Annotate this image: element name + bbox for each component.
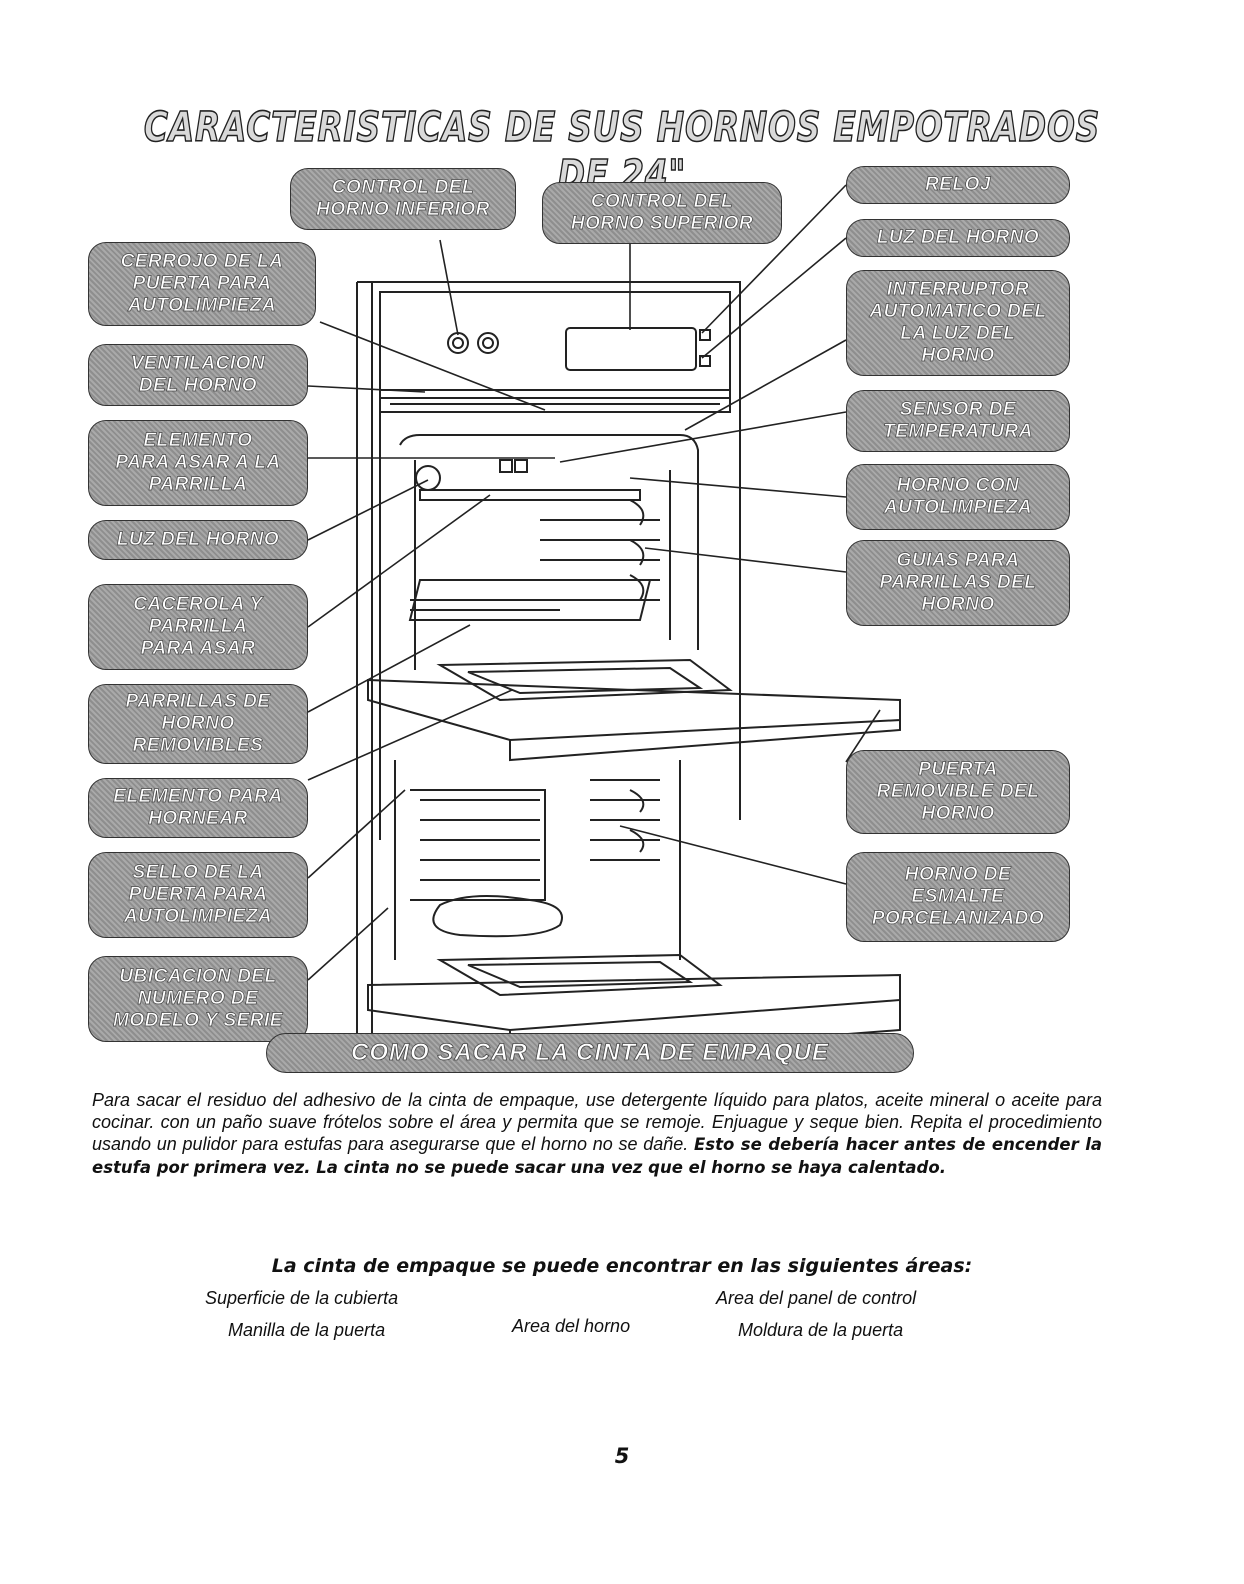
- area-panel-control: Area del panel de control: [716, 1288, 917, 1308]
- page-title: CARACTERISTICAS DE SUS HORNOS EMPOTRADOS…: [143, 102, 1101, 200]
- area-manilla: Manilla de la puerta: [228, 1320, 386, 1340]
- label-elemento-asar: ELEMENTO PARA ASAR A LA PARRILLA: [88, 420, 308, 506]
- area-horno: Area del horno: [512, 1316, 631, 1336]
- area-moldura: Moldura de la puerta: [738, 1320, 904, 1340]
- page-number: 5: [614, 1444, 630, 1468]
- instructions-text: Para sacar el residuo del adhesivo de la…: [92, 1090, 1102, 1154]
- label-reloj: RELOJ: [846, 166, 1070, 204]
- label-ventilacion: VENTILACION DEL HORNO: [88, 344, 308, 406]
- label-sello-puerta: SELLO DE LA PUERTA PARA AUTOLIMPIEZA: [88, 852, 308, 938]
- label-sensor-temperatura: SENSOR DE TEMPERATURA: [846, 390, 1070, 452]
- label-luz-horno-right: LUZ DEL HORNO: [846, 219, 1070, 257]
- label-cacerola-parrilla: CACEROLA Y PARRILLA PARA ASAR: [88, 584, 308, 670]
- areas-heading: La cinta de empaque se puede encontrar e…: [271, 1255, 973, 1277]
- label-puerta-removible: PUERTA REMOVIBLE DEL HORNO: [846, 750, 1070, 834]
- label-control-horno-inferior: CONTROL DEL HORNO INFERIOR: [290, 168, 516, 230]
- instructions-warning: Esto se debería hacer antes de encender …: [92, 1135, 1102, 1177]
- label-interruptor: INTERRUPTOR AUTOMATICO DEL LA LUZ DEL HO…: [846, 270, 1070, 376]
- section-title: COMO SACAR LA CINTA DE EMPAQUE: [266, 1033, 914, 1073]
- label-elemento-hornear: ELEMENTO PARA HORNEAR: [88, 778, 308, 838]
- instructions-paragraph: Para sacar el residuo del adhesivo de la…: [92, 1089, 1102, 1179]
- label-cerrojo-puerta: CERROJO DE LA PUERTA PARA AUTOLIMPIEZA: [88, 242, 316, 326]
- label-horno-autolimpieza: HORNO CON AUTOLIMPIEZA: [846, 464, 1070, 530]
- area-superficie: Superficie de la cubierta: [205, 1288, 399, 1308]
- label-ubicacion-modelo: UBICACION DEL NUMERO DE MODELO Y SERIE: [88, 956, 308, 1042]
- label-luz-horno-left: LUZ DEL HORNO: [88, 520, 308, 560]
- label-horno-esmalte: HORNO DE ESMALTE PORCELANIZADO: [846, 852, 1070, 942]
- label-parrillas-removibles: PARRILLAS DE HORNO REMOVIBLES: [88, 684, 308, 764]
- label-control-horno-superior: CONTROL DEL HORNO SUPERIOR: [542, 182, 782, 244]
- label-guias-parrillas: GUIAS PARA PARRILLAS DEL HORNO: [846, 540, 1070, 626]
